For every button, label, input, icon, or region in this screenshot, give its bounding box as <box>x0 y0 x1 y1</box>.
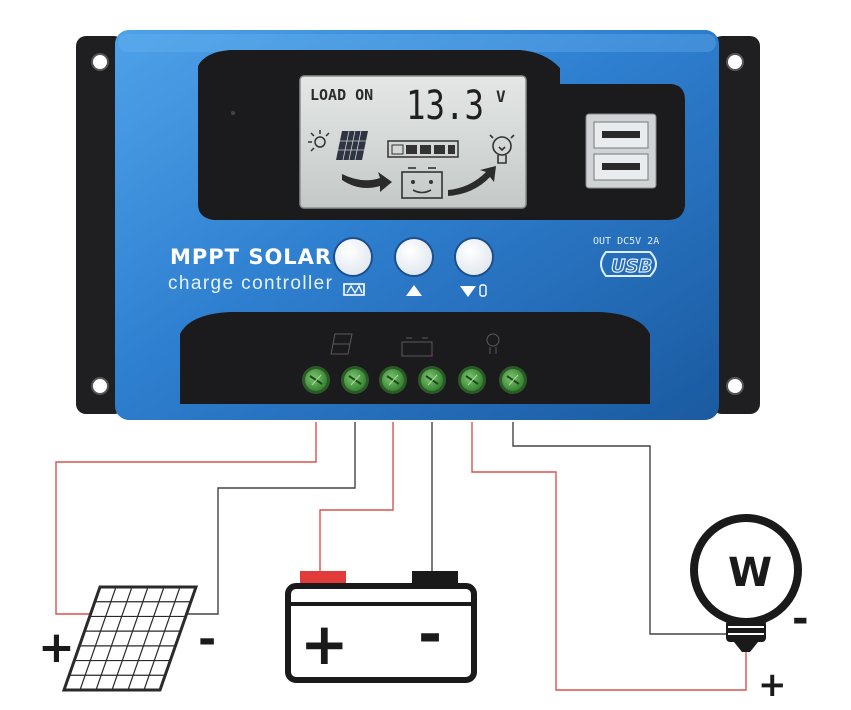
solar-positive-wire <box>55 422 317 615</box>
load-positive-terminal[interactable] <box>458 366 486 394</box>
control-buttons <box>333 237 494 277</box>
battery-positive-label: + <box>300 610 349 678</box>
solar-panel: + - <box>38 585 216 692</box>
light-bulb: W - + <box>690 514 809 705</box>
bulb-negative-label: - <box>792 596 809 642</box>
battery-negative-terminal[interactable] <box>418 366 446 394</box>
solar-negative-wire <box>178 422 356 615</box>
usb-port[interactable] <box>585 113 657 189</box>
lcd-voltage: 13.3 <box>406 83 484 129</box>
sun-icon <box>308 130 330 152</box>
indicator-dot <box>231 111 235 115</box>
solar-positive-terminal[interactable] <box>302 366 330 394</box>
battery-positive-terminal[interactable] <box>379 366 407 394</box>
solar-positive-label: + <box>38 622 75 673</box>
charge-controller: LOAD ON 13.3 V <box>76 30 760 420</box>
lcd-status: LOAD ON <box>310 86 373 104</box>
battery-positive-wire <box>319 422 394 571</box>
down-arrow-icon <box>460 284 487 297</box>
terminal-solar-icon <box>330 333 353 355</box>
up-arrow-icon <box>406 285 422 296</box>
lcd-load-arrow-icon <box>448 166 496 196</box>
load-positive-wire <box>471 422 747 691</box>
load-negative-terminal[interactable] <box>499 366 527 394</box>
usb-rating-label: OUT DC5V 2A <box>593 236 659 247</box>
up-button[interactable] <box>394 237 434 277</box>
menu-button-symbol-icon <box>343 283 365 296</box>
brand-subtitle: charge controller <box>168 273 333 294</box>
bulb-positive-label: + <box>758 665 787 705</box>
lcd-battery-level-icon <box>387 140 459 158</box>
battery-negative-label: - <box>418 600 442 668</box>
usb-label-badge: USB <box>600 251 657 278</box>
solar-negative-terminal[interactable] <box>341 366 369 394</box>
lcd-charge-arrow-icon <box>342 172 392 192</box>
terminal-block <box>302 366 527 394</box>
down-button[interactable] <box>454 237 494 277</box>
mount-hole <box>91 53 744 395</box>
mount-ear-right <box>712 36 760 414</box>
terminal-panel <box>180 312 650 404</box>
wires <box>55 422 747 691</box>
lcd-voltage-unit: V <box>496 87 506 106</box>
solar-negative-label: - <box>198 614 216 665</box>
battery: + - <box>285 571 477 683</box>
usb-label: USB <box>611 256 652 277</box>
lcd-bulb-icon <box>489 134 515 164</box>
terminal-bulb-icon <box>486 333 500 354</box>
brand-title: MPPT SOLAR <box>170 245 332 269</box>
lcd-solar-panel-icon <box>336 130 368 161</box>
lcd-battery-icon <box>401 167 443 199</box>
terminal-battery-icon <box>401 337 433 357</box>
menu-button[interactable] <box>333 237 373 277</box>
lcd-screen <box>299 75 527 209</box>
mount-ear-left <box>76 36 124 414</box>
load-negative-wire <box>512 422 726 635</box>
bulb-glyph: W <box>728 550 772 596</box>
